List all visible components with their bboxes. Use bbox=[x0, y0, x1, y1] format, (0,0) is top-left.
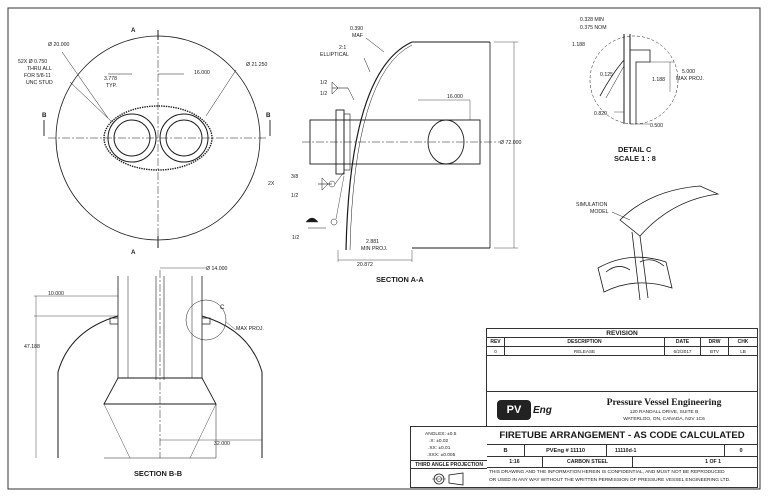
weld-2x-38: 3/8 bbox=[291, 174, 298, 180]
tolerance-xx: .XX: ±0.01 bbox=[428, 446, 451, 451]
elliptical-ratio: 2:1 bbox=[339, 45, 346, 51]
dim-dia-20: Ø 20.000 bbox=[48, 42, 69, 48]
dim-5000-max: MAX PROJ. bbox=[676, 76, 704, 82]
revision-row-rev: 0 bbox=[487, 347, 505, 356]
revision-row-date: 6/2/2017 bbox=[665, 347, 701, 356]
dim-20872: 20.872 bbox=[357, 262, 373, 268]
company-name: Pressure Vessel Engineering bbox=[606, 397, 722, 408]
section-a-top-letter: A bbox=[131, 27, 136, 34]
tolerance-block: ANGLES: ±0.5 .X: ±0.02 .XX: ±0.01 .XXX: … bbox=[410, 426, 487, 488]
section-a-bottom-letter: A bbox=[131, 249, 136, 256]
rev-value: 0 bbox=[725, 445, 757, 457]
revision-row-chk: LB bbox=[729, 347, 757, 356]
material-value: CARBON STEEL bbox=[543, 457, 633, 468]
description-col-header: DESCRIPTION bbox=[505, 338, 665, 347]
rev-col-header: REV bbox=[487, 338, 505, 347]
dim-dia-72: Ø 72.000 bbox=[500, 140, 521, 146]
company-logo: PV Eng bbox=[497, 400, 559, 420]
revision-row-description: RELEASE bbox=[505, 347, 665, 356]
dim-0125: 0.125 bbox=[600, 72, 613, 78]
dim-dia-14: Ø 14.000 bbox=[206, 266, 227, 272]
dim-10: 10.000 bbox=[48, 291, 64, 297]
stud-note-1: 52X Ø 0.750 bbox=[18, 59, 47, 65]
detail-c-view bbox=[589, 34, 679, 125]
detail-c-scale: SCALE 1 : 8 bbox=[614, 154, 656, 163]
tolerance-x: .X: ±0.02 bbox=[429, 439, 449, 444]
detail-c-caption: DETAIL C bbox=[618, 145, 652, 154]
section-bb-view bbox=[34, 267, 263, 459]
company-address-2: WATERLOO, ON, CANADA, N2V 1C6 bbox=[623, 417, 705, 422]
dim-3778: 3.778 bbox=[104, 76, 117, 82]
dim-0328: 0.328 MIN bbox=[580, 17, 604, 23]
company-logo-pv: PV bbox=[497, 400, 531, 420]
chk-col-header: CHK bbox=[729, 338, 757, 347]
section-b-right-letter: B bbox=[266, 112, 271, 119]
detail-c-letter: C bbox=[220, 304, 225, 311]
dim-2881: 2.881 bbox=[366, 239, 379, 245]
dim-0390: 0.390 bbox=[350, 26, 363, 32]
tolerance-xxx: .XXX: ±0.005 bbox=[427, 453, 456, 458]
elliptical-label: ELLIPTICAL bbox=[320, 52, 349, 58]
sheet-value: 1 OF 1 bbox=[633, 457, 757, 468]
weld-2x: 2X bbox=[268, 181, 275, 187]
section-aa-caption: SECTION A-A bbox=[376, 275, 424, 284]
dim-3778-typ: TYP. bbox=[106, 83, 117, 89]
confidential-line-2: OR USED IN ANY WAY WITHOUT THE WRITTEN P… bbox=[489, 478, 731, 483]
dim-16-top: 16.000 bbox=[194, 70, 210, 76]
drw-col-header: DRW bbox=[701, 338, 729, 347]
dim-1188-a: 1.188 bbox=[572, 42, 585, 48]
weld-half-1-a: 1/2 bbox=[320, 80, 327, 86]
company-box: PV Eng Pressure Vessel Engineering 120 R… bbox=[487, 391, 757, 427]
dim-5000: 5.000 bbox=[682, 69, 695, 75]
stud-note-2: THRU ALL bbox=[27, 66, 52, 72]
section-b-left-letter: B bbox=[42, 112, 47, 119]
third-angle-projection-label: THIRD ANGLE PROJECTION bbox=[411, 460, 487, 469]
weld-half-bottom: 1/2 bbox=[292, 235, 299, 241]
projection-symbol-icon bbox=[432, 472, 464, 486]
revision-heading: REVISION bbox=[487, 329, 757, 338]
job-number: PVEng # 11110 bbox=[525, 445, 607, 457]
scale-value: 1:16 bbox=[487, 457, 543, 468]
dim-2881-min: MIN PROJ. bbox=[361, 246, 387, 252]
dim-1188-b: 1.188 bbox=[652, 77, 665, 83]
dim-0820: 0.820 bbox=[594, 111, 607, 117]
simulation-model-view bbox=[597, 185, 720, 301]
dim-0375: 0.375 NOM bbox=[580, 25, 607, 31]
dwg-number: 11110d-1 bbox=[607, 445, 725, 457]
dim-0390-maf: MAF bbox=[352, 33, 363, 39]
company-logo-eng: Eng bbox=[533, 405, 552, 416]
main-top-view bbox=[43, 30, 271, 248]
dim-32: 32.000 bbox=[214, 441, 230, 447]
size-value: B bbox=[487, 445, 525, 457]
title-block: REVISION REV DESCRIPTION DATE DRW CHK 0 … bbox=[486, 328, 758, 488]
tolerance-angles: ANGLES: ±0.5 bbox=[425, 432, 457, 437]
stud-note-3: FOR 5/8-11 bbox=[24, 73, 51, 79]
drawing-title: FIRETUBE ARRANGEMENT - AS CODE CALCULATE… bbox=[487, 427, 757, 445]
simulation-label-2: MODEL bbox=[590, 209, 609, 215]
date-col-header: DATE bbox=[665, 338, 701, 347]
section-aa-view bbox=[302, 37, 518, 262]
weld-half-1-b: 1/2 bbox=[320, 91, 327, 97]
revision-row-drw: BTV bbox=[701, 347, 729, 356]
dim-16-mid: 16.000 bbox=[447, 94, 463, 100]
dim-dia-21: Ø 21.250 bbox=[246, 62, 267, 68]
dim-47188: 47.188 bbox=[24, 344, 40, 350]
max-proj-label: MAX PROJ. bbox=[236, 326, 264, 332]
weld-2x-12: 1/2 bbox=[291, 193, 298, 199]
section-bb-caption: SECTION B-B bbox=[134, 469, 182, 478]
simulation-label-1: SIMULATION bbox=[576, 202, 608, 208]
stud-note-4: UNC STUD bbox=[26, 80, 53, 86]
confidential-line-1: THIS DRAWING AND THE INFORMATION HEREIN … bbox=[489, 470, 725, 475]
dim-0500: 0.500 bbox=[650, 123, 663, 129]
company-address-1: 120 RANDALL DRIVE, SUITE B bbox=[629, 410, 699, 415]
sheet-border bbox=[7, 7, 761, 490]
